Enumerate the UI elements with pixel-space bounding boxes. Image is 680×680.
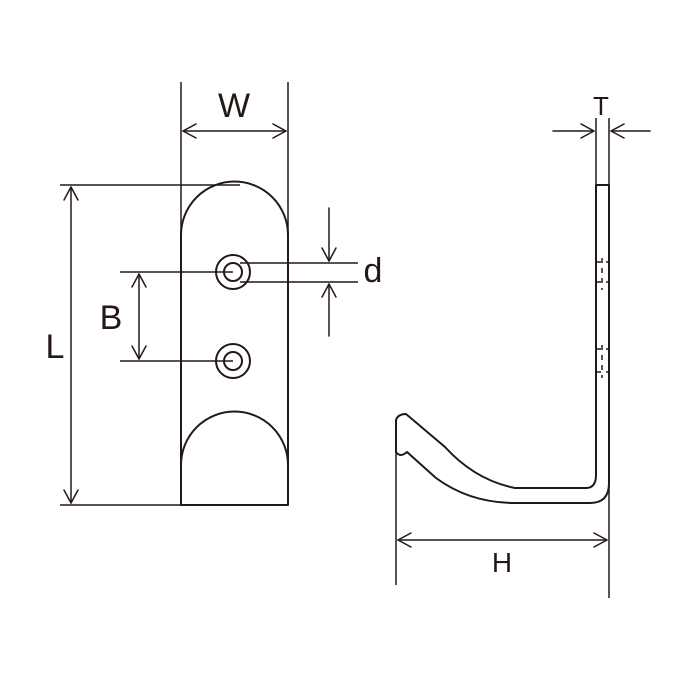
label-t: T — [593, 91, 609, 121]
hook-profile — [395, 184, 610, 504]
side-view — [395, 118, 610, 598]
plate-outline — [180, 180, 289, 506]
label-w: W — [218, 87, 250, 125]
front-view — [60, 82, 358, 506]
dimension-w: W — [182, 87, 287, 139]
label-l: L — [46, 328, 65, 366]
dimension-l: L — [46, 186, 79, 504]
label-h: H — [492, 547, 512, 578]
hook-arch — [180, 410, 289, 466]
label-b: B — [100, 299, 123, 337]
dimension-h: H — [397, 532, 608, 578]
dimension-b: B — [100, 273, 147, 360]
dimension-d: d — [321, 207, 383, 337]
dimension-t: T — [552, 91, 651, 139]
label-d: d — [364, 252, 383, 290]
